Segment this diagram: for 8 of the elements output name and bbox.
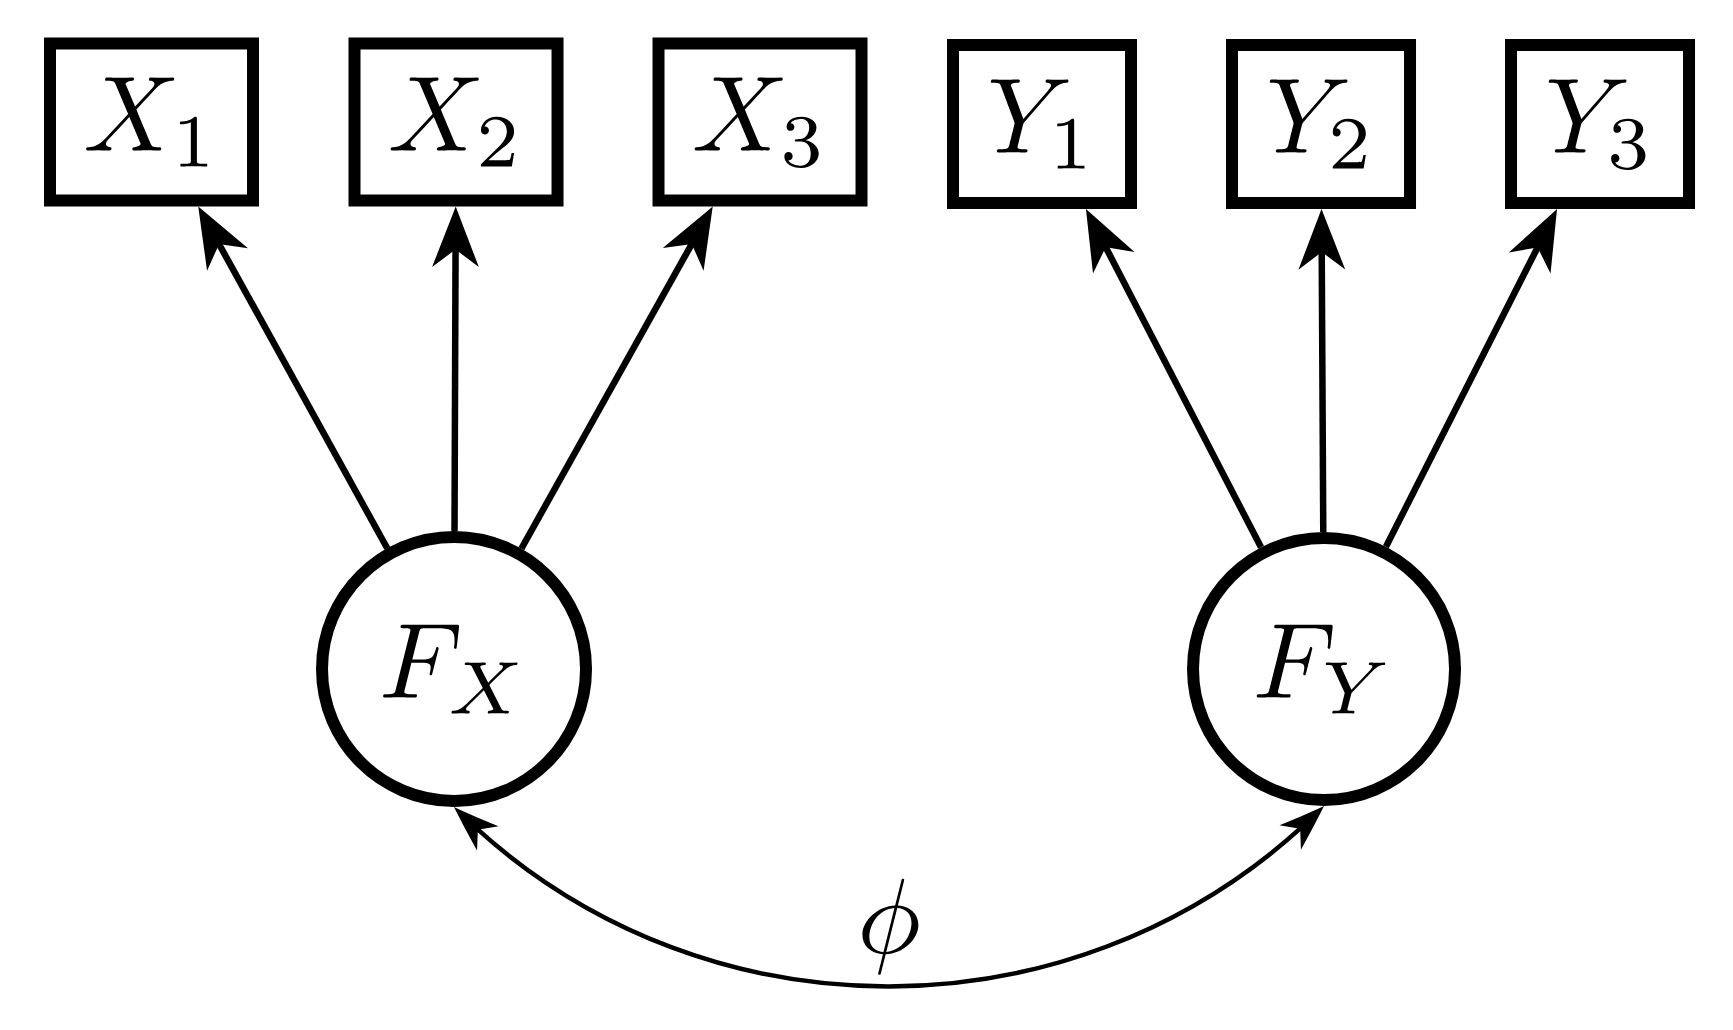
variable-box: $X_1$: [44, 37, 259, 207]
variable-box: $X_2$: [348, 37, 564, 207]
variable-box: $Y_1$: [947, 39, 1137, 209]
variable-box: $X_3$: [652, 37, 868, 207]
edge-label: $\phi$: [862, 878, 919, 975]
variable-box: $Y_2$: [1226, 39, 1417, 209]
curved-arrow: [456, 808, 1322, 989]
variable-box: $Y_3$: [1505, 39, 1695, 209]
